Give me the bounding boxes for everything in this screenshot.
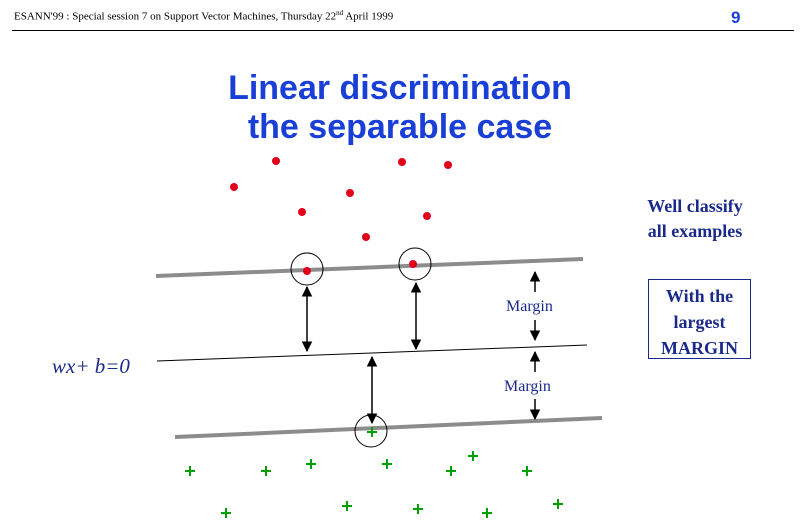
margin-label-bottom: Margin bbox=[504, 378, 551, 395]
class-a-point bbox=[444, 161, 452, 169]
class-b-point bbox=[446, 466, 456, 476]
class-b-point bbox=[482, 508, 492, 518]
hyperplane-equation-label: wx+ b=0 bbox=[52, 354, 130, 378]
support-vector-circle bbox=[290, 252, 324, 286]
slide-header: ESANN'99 : Special session 7 on Support … bbox=[14, 9, 393, 23]
page-number: 9 bbox=[731, 8, 741, 27]
class-b-points bbox=[185, 427, 563, 518]
class-a-point bbox=[398, 158, 406, 166]
class-a-point bbox=[298, 208, 306, 216]
support-vector-circle bbox=[354, 414, 388, 448]
header-divider bbox=[12, 30, 794, 31]
support-vector-circle bbox=[398, 247, 432, 281]
class-a-point bbox=[230, 183, 238, 191]
class-b-point bbox=[522, 466, 532, 476]
class-b-point bbox=[185, 466, 195, 476]
side-note-line2: all examples bbox=[647, 221, 743, 241]
class-b-point bbox=[468, 451, 478, 461]
slide-title-line2: the separable case bbox=[247, 108, 553, 146]
header-text-end: April 1999 bbox=[343, 10, 394, 23]
lower-margin-line bbox=[174, 416, 603, 439]
class-b-point bbox=[342, 501, 352, 511]
header-text: ESANN'99 : Special session 7 on Support … bbox=[14, 10, 337, 23]
class-b-point bbox=[261, 466, 271, 476]
class-a-point bbox=[346, 189, 354, 197]
box-note-line2: largest bbox=[673, 312, 726, 332]
separating-hyperplane bbox=[156, 344, 588, 362]
class-a-points bbox=[230, 157, 452, 275]
class-a-point bbox=[272, 157, 280, 165]
margin-label-top: Margin bbox=[506, 298, 553, 315]
largest-margin-box: With the largest MARGIN bbox=[648, 279, 751, 359]
upper-margin-line bbox=[155, 257, 584, 278]
class-b-point bbox=[382, 459, 392, 469]
class-b-point bbox=[221, 508, 231, 518]
box-note-line1: With the bbox=[665, 286, 734, 306]
class-a-point bbox=[409, 260, 417, 268]
slide-title-line1: Linear discrimination bbox=[228, 69, 572, 107]
class-a-point bbox=[303, 267, 311, 275]
header-date-suffix: nd bbox=[336, 9, 344, 17]
class-a-point bbox=[423, 212, 431, 220]
box-note-line3: MARGIN bbox=[661, 338, 738, 358]
side-note: Well classify all examples bbox=[610, 194, 780, 244]
class-b-point bbox=[553, 499, 563, 509]
class-b-point bbox=[367, 427, 377, 437]
class-b-point bbox=[306, 459, 316, 469]
class-b-point bbox=[413, 504, 423, 514]
side-note-line1: Well classify bbox=[647, 196, 743, 216]
class-a-point bbox=[362, 233, 370, 241]
